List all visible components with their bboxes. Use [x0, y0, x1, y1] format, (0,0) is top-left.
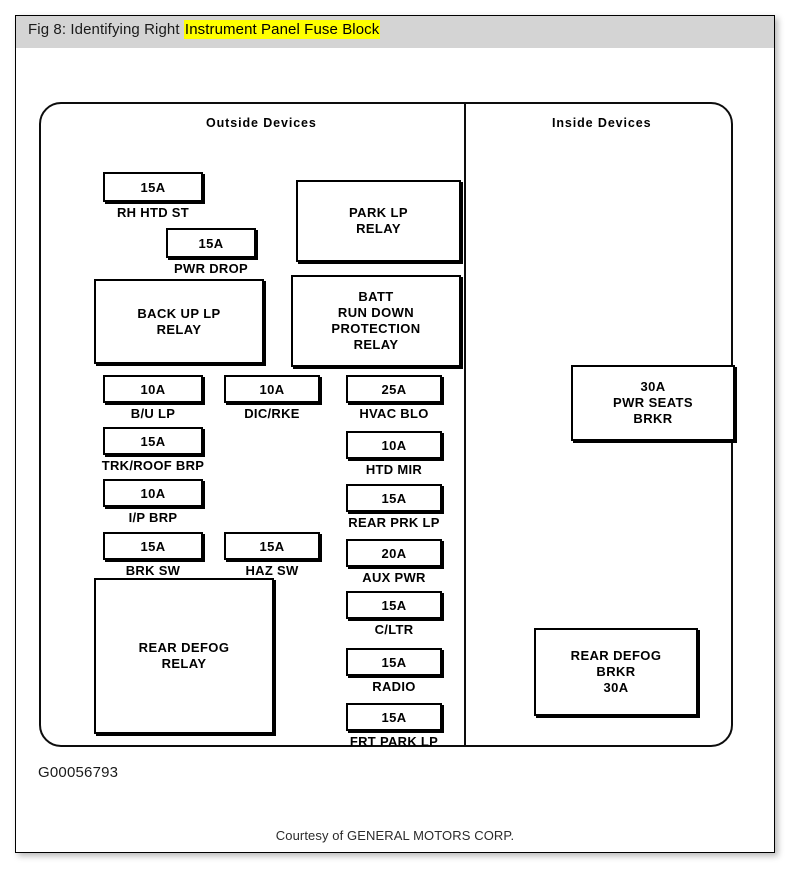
title-highlight: Instrument Panel Fuse Block [183, 20, 381, 39]
fuse-aux-pwr: 20A [346, 539, 442, 567]
fuse-b-u-lp: 10A [103, 375, 203, 403]
fuse-frt-park-lp: 15A [346, 703, 442, 731]
title-prefix: Fig 8: Identifying Right [28, 21, 184, 38]
fuse-dic-rke: 10A [224, 375, 320, 403]
box-text-line: 15A [381, 654, 407, 670]
figure-title-bar: Fig 8: Identifying Right Instrument Pane… [16, 16, 774, 48]
courtesy-note: Courtesy of GENERAL MOTORS CORP. [275, 828, 515, 843]
fuse-caption-c-ltr: C/LTR [374, 622, 414, 637]
fuse-trk-roof-brp: 15A [103, 427, 203, 455]
fuse-caption-aux-pwr: AUX PWR [362, 570, 426, 585]
box-text-line: 10A [259, 381, 285, 397]
box-text-line: 20A [381, 545, 407, 561]
box-text-line: RUN DOWN [337, 305, 415, 320]
fuse-c-ltr: 15A [346, 591, 442, 619]
box-text-line: RELAY [353, 337, 399, 352]
box-text-line: 10A [140, 485, 166, 501]
box-text-line: BATT [358, 289, 394, 304]
fuse-hvac-blo: 25A [346, 375, 442, 403]
box-text-line: 15A [140, 179, 166, 195]
box-text-line: 30A [640, 379, 666, 394]
fuse-caption-frt-park-lp: FRT PARK LP [349, 734, 439, 749]
box-text-line: BRKR [596, 664, 636, 679]
box-text-line: 10A [140, 381, 166, 397]
outside-devices-heading: Outside Devices [206, 116, 317, 130]
fuse-caption-radio: RADIO [372, 679, 416, 694]
fuse-pwr-drop: 15A [166, 228, 256, 258]
fuse-brk-sw: 15A [103, 532, 203, 560]
fuse-caption-haz-sw: HAZ SW [245, 563, 299, 578]
box-text-line: RELAY [156, 321, 202, 337]
box-text-line: RELAY [356, 221, 401, 236]
fuse-caption-pwr-drop: PWR DROP [174, 261, 248, 276]
fuse-htd-mir: 10A [346, 431, 442, 459]
fuse-caption-brk-sw: BRK SW [125, 563, 181, 578]
figure-id: G00056793 [38, 764, 119, 781]
box-text-line: REAR DEFOG [570, 648, 662, 663]
panel-divider [464, 102, 466, 747]
fuse-caption-rh-htd-st: RH HTD ST [116, 205, 190, 220]
box-text-line: 15A [381, 597, 407, 613]
fuse-caption-htd-mir: HTD MIR [365, 462, 423, 477]
box-text-line: REAR DEFOG [138, 640, 230, 655]
fuse-caption-b-u-lp: B/U LP [130, 406, 176, 421]
box-text-line: 15A [259, 538, 285, 554]
box-text-line: RELAY [161, 656, 207, 671]
fuse-haz-sw: 15A [224, 532, 320, 560]
fuse-caption-trk-roof-brp: TRK/ROOF BRP [101, 458, 205, 473]
box-text-line: 15A [381, 490, 407, 506]
document-frame: Fig 8: Identifying Right Instrument Pane… [15, 15, 775, 853]
box-text-line: PARK LP [349, 205, 408, 220]
page-title: Fig 8: Identifying Right Instrument Pane… [28, 20, 381, 39]
box-text-line: BACK UP LP [137, 305, 221, 321]
box-text-line: 15A [140, 433, 166, 449]
box-text-line: 15A [198, 235, 224, 251]
inside-devices-heading: Inside Devices [552, 116, 652, 130]
box-text-line: 15A [381, 709, 407, 725]
box-text-line: 10A [381, 437, 407, 453]
fuse-radio: 15A [346, 648, 442, 676]
box-text-line: 15A [140, 538, 166, 554]
fuse-i-p-brp: 10A [103, 479, 203, 507]
box-text-line: PROTECTION [331, 321, 421, 336]
box-text-line: 25A [381, 381, 407, 397]
fuse-caption-i-p-brp: I/P BRP [128, 510, 178, 525]
fuse-rh-htd-st: 15A [103, 172, 203, 202]
fuse-rear-prk-lp: 15A [346, 484, 442, 512]
fuse-caption-hvac-blo: HVAC BLO [359, 406, 429, 421]
box-text-line: BRKR [633, 411, 673, 426]
box-text-line: PWR SEATS [613, 395, 693, 410]
fuse-caption-rear-prk-lp: REAR PRK LP [348, 515, 440, 530]
fuse-caption-dic-rke: DIC/RKE [244, 406, 300, 421]
box-text-line: 30A [603, 680, 629, 695]
